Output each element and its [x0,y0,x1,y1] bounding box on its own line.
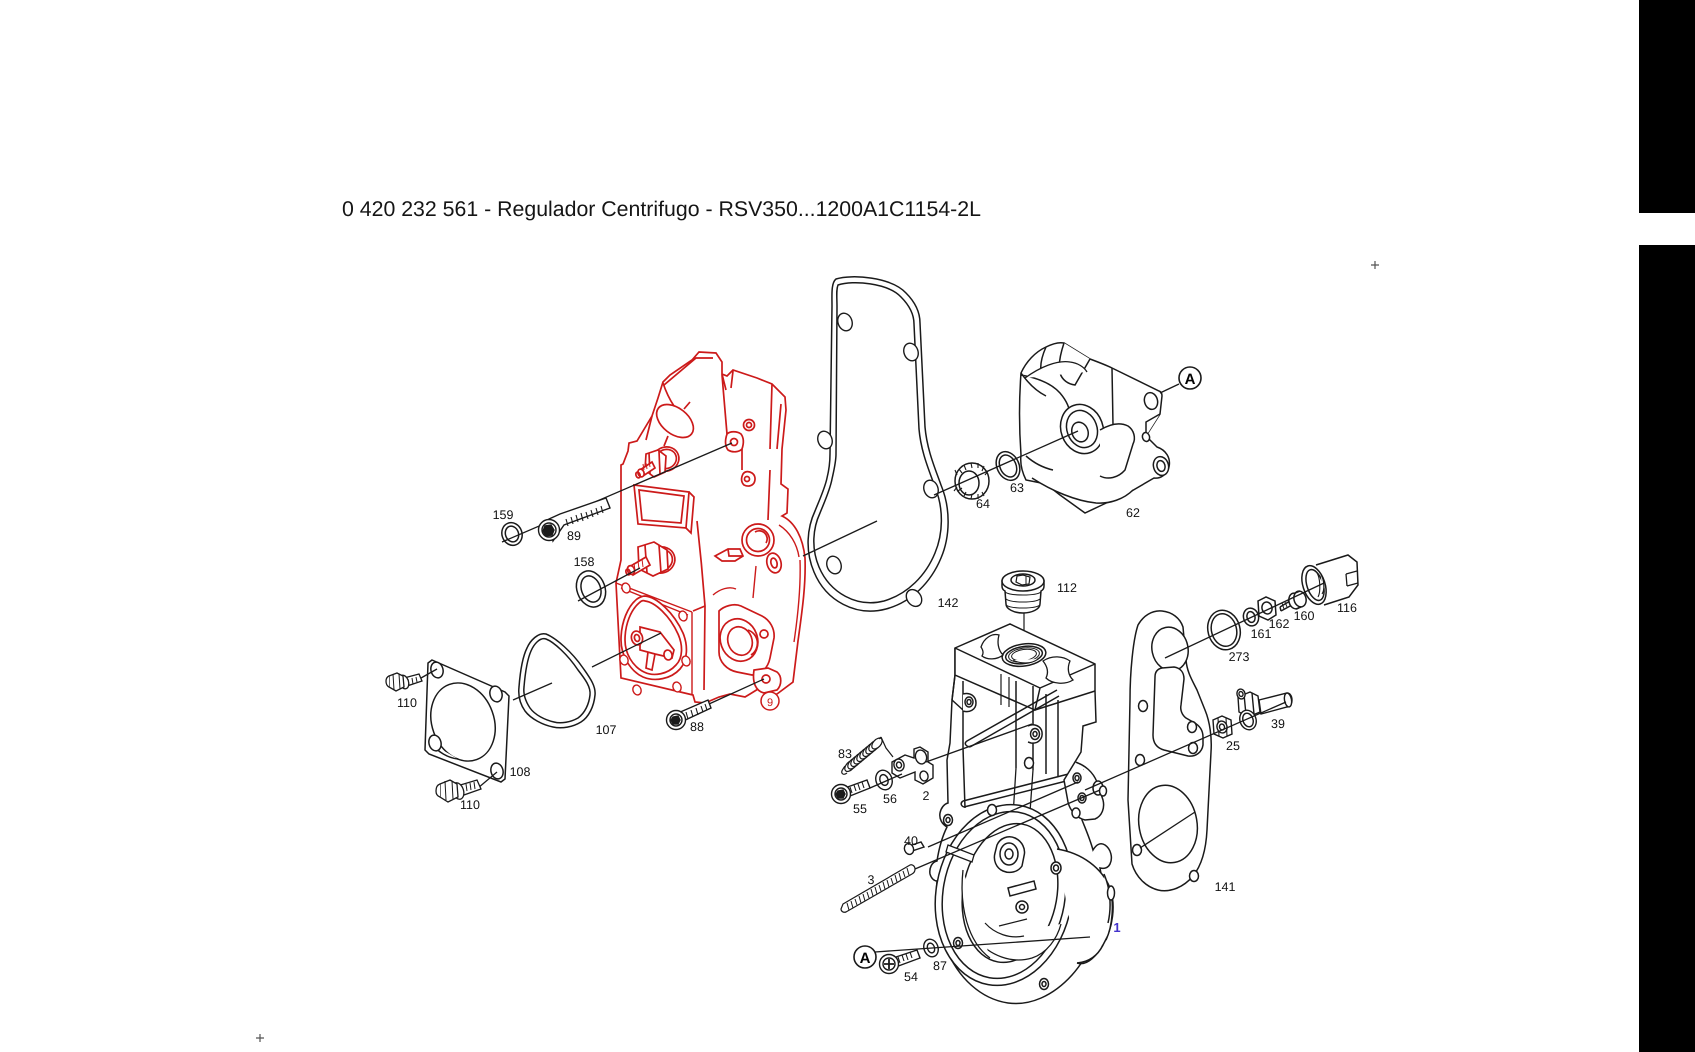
svg-text:54: 54 [904,970,918,984]
svg-text:110: 110 [397,696,417,710]
svg-text:112: 112 [1057,581,1077,595]
svg-text:64: 64 [976,497,990,511]
svg-text:89: 89 [567,529,581,543]
svg-text:141: 141 [1215,880,1236,894]
svg-text:63: 63 [1010,481,1024,495]
svg-text:0 420 232 561 - Regulador Cent: 0 420 232 561 - Regulador Centrifugo - R… [342,197,981,221]
svg-text:107: 107 [596,723,617,737]
svg-text:273: 273 [1229,650,1250,664]
svg-text:142: 142 [938,596,959,610]
svg-text:55: 55 [853,802,867,816]
svg-text:88: 88 [690,720,704,734]
svg-text:110: 110 [460,798,480,812]
svg-text:56: 56 [883,792,897,806]
svg-text:62: 62 [1126,506,1140,520]
svg-text:159: 159 [493,508,514,522]
svg-text:83: 83 [838,747,852,761]
svg-text:162: 162 [1269,617,1290,631]
svg-text:108: 108 [510,765,531,779]
svg-text:40: 40 [904,834,918,848]
svg-text:1: 1 [1113,920,1120,935]
svg-text:161: 161 [1251,627,1272,641]
svg-text:39: 39 [1271,717,1285,731]
svg-text:25: 25 [1226,739,1240,753]
svg-text:A: A [860,950,871,967]
svg-text:87: 87 [933,959,947,973]
svg-text:A: A [1185,371,1196,388]
svg-text:3: 3 [868,873,875,887]
svg-text:158: 158 [574,555,595,569]
svg-text:116: 116 [1337,601,1357,615]
svg-text:160: 160 [1294,609,1315,623]
svg-text:9: 9 [767,697,773,709]
svg-text:2: 2 [923,789,930,803]
